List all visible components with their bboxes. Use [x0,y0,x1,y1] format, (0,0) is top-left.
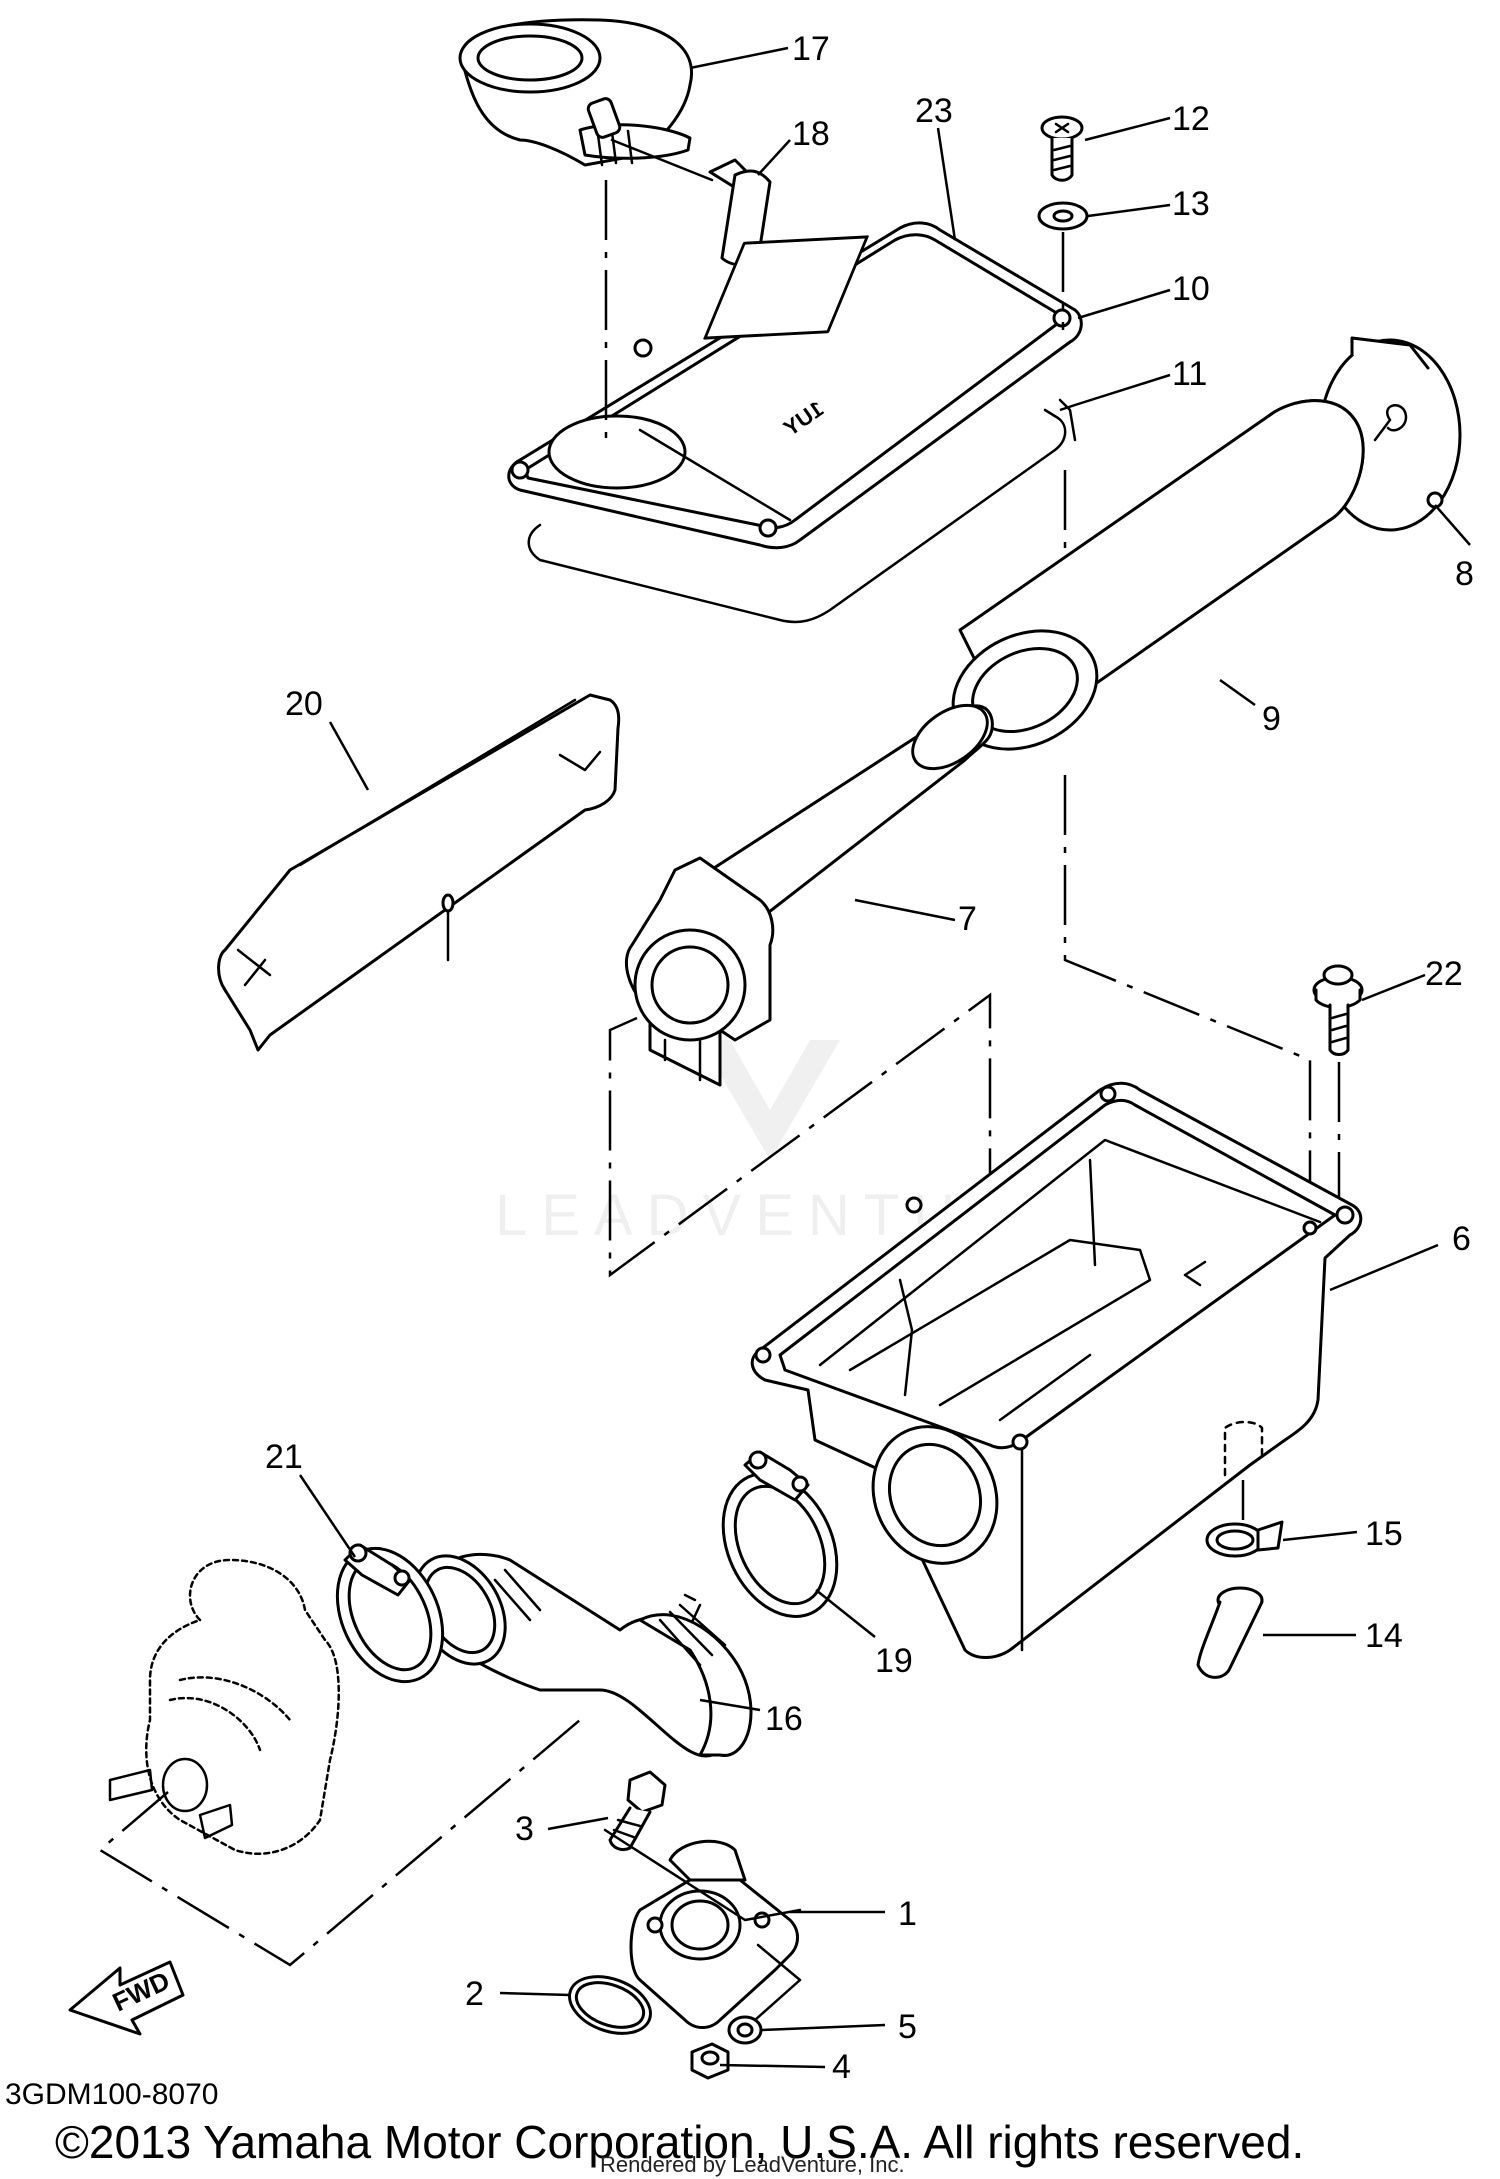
label-15: 15 [1365,1515,1403,1553]
part-15-clamp [1205,1520,1284,1558]
part-14-drain-plug [1196,1586,1264,1679]
label-13: 13 [1172,185,1210,223]
label-8: 8 [1455,555,1474,593]
fwd-direction-arrow: FWD [68,1960,185,2036]
part-1-intake-joint [629,1839,799,2029]
label-6: 6 [1452,1220,1471,1258]
label-1: 1 [898,1895,917,1933]
label-14: 14 [1365,1617,1403,1655]
part-7-intake-pipe [624,703,994,1087]
part-12-screw [1040,115,1084,182]
label-9: 9 [1262,700,1281,738]
part-21-hose-clamp [335,1543,445,1684]
label-22: 22 [1425,955,1463,993]
part-19-hose-clamp [721,1450,839,1618]
label-3: 3 [515,1810,534,1848]
part-16-intake-hose [413,1553,753,1758]
rendered-by-text: Rendered by LeadVenture, Inc. [600,2152,905,2177]
label-plate [703,235,869,340]
label-2: 2 [465,1975,484,2013]
part-5-washer [727,2015,763,2045]
part-2-o-ring [568,1975,652,2035]
label-10: 10 [1172,270,1210,308]
part-22-bolt [1312,964,1364,1056]
part-11-gasket [527,398,1077,624]
carburetor-outline [108,1558,340,1855]
label-16: 16 [765,1700,803,1738]
label-4: 4 [832,2048,851,2086]
label-12: 12 [1172,100,1210,138]
leader-lines [298,46,1471,2069]
label-19: 19 [875,1642,913,1680]
label-18: 18 [792,115,830,153]
copyright-text: ©2013 Yamaha Motor Corporation, U.S.A. A… [55,2116,1304,2168]
label-17: 17 [792,30,830,68]
label-21: 21 [265,1438,303,1476]
part-17-intake-cap [458,18,693,167]
part-number-labels: 17 18 23 12 13 10 11 8 9 20 7 22 6 21 15… [265,30,1474,2086]
part-9-air-filter [951,399,1365,751]
part-13-washer [1037,201,1089,231]
part-10-airbox-cover: 1UY [507,221,1083,550]
label-5: 5 [898,2008,917,2046]
part-6-airbox-case [750,1081,1363,1659]
label-7: 7 [958,900,977,938]
part-20-filter-plate [217,693,621,1052]
label-20: 20 [285,685,323,723]
label-11: 11 [1172,355,1207,393]
label-23: 23 [915,92,953,130]
part-4-nut [690,2042,730,2080]
diagram-code: 3GDM100-8070 [5,2078,218,2111]
